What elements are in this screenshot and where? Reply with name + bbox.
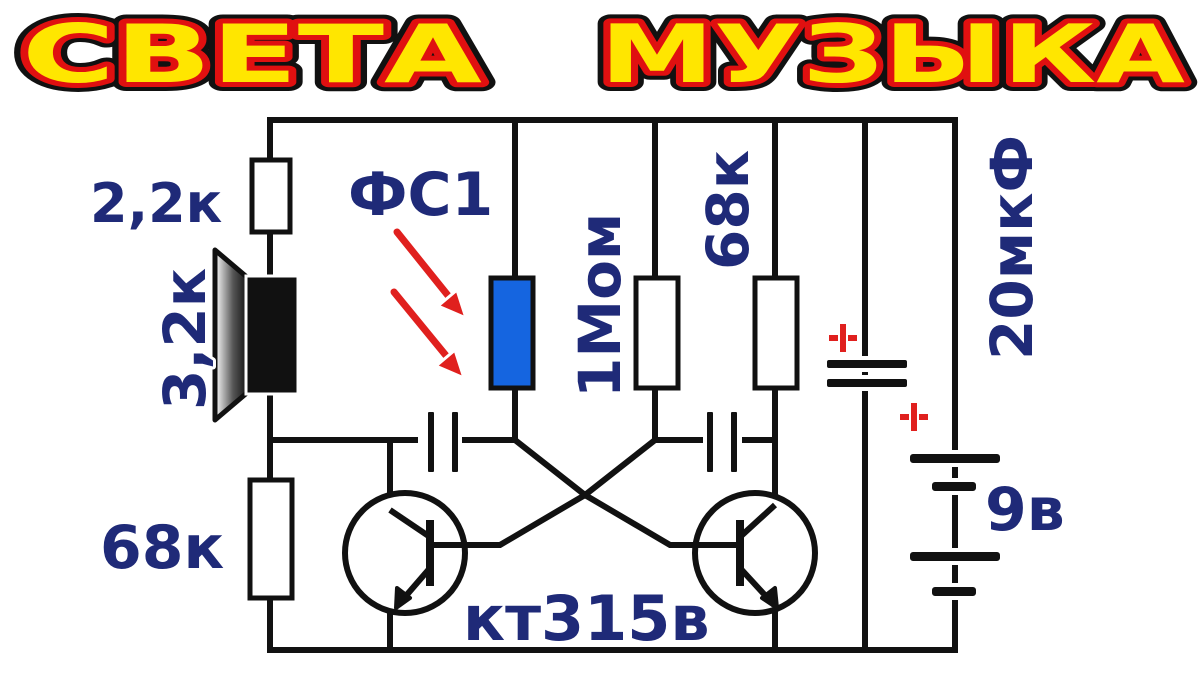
title-word-2-outline: МУЗЫКА [600, 8, 1185, 101]
label-capacitor: 20мкФ [978, 135, 1046, 360]
resistor-1mom [633, 275, 681, 391]
label-photoresistor: ФС1 [348, 160, 493, 230]
label-transistors: кт315в [463, 582, 710, 655]
coupling-capacitor-right [703, 408, 741, 476]
coupling-capacitor-left [424, 408, 462, 476]
title-word-1: СВЕТА [22, 8, 482, 101]
speaker-icon [212, 247, 300, 423]
polarity-plus-icon [898, 401, 930, 433]
resistor-2-2k [249, 157, 293, 235]
label-resistor-68k-left: 68к [100, 513, 224, 583]
label-resistor-68k-right: 68к [694, 150, 762, 270]
label-resistor-1mom: 1Мом [566, 213, 634, 398]
label-speaker: 3,2к [151, 268, 219, 410]
label-resistor-2-2k: 2,2к [90, 172, 222, 235]
title: СВЕТА СВЕТА МУЗЫКА МУЗЫКА [13, 0, 1194, 110]
light-arrow-icon [390, 225, 468, 320]
capacitor-20uf [823, 356, 911, 391]
transistor-npn-icon [342, 490, 470, 616]
battery-9v [906, 450, 1004, 600]
light-arrow-icon [387, 285, 466, 380]
label-battery: 9в [985, 475, 1065, 545]
transistor-npn-icon [692, 490, 818, 616]
resistor-68k-left [247, 477, 295, 601]
polarity-plus-icon [827, 322, 859, 354]
resistor-68k-right [752, 275, 800, 391]
title-word-1-outline: СВЕТА [22, 8, 482, 101]
photoresistor [488, 275, 536, 391]
title-word-2: МУЗЫКА [600, 8, 1185, 101]
